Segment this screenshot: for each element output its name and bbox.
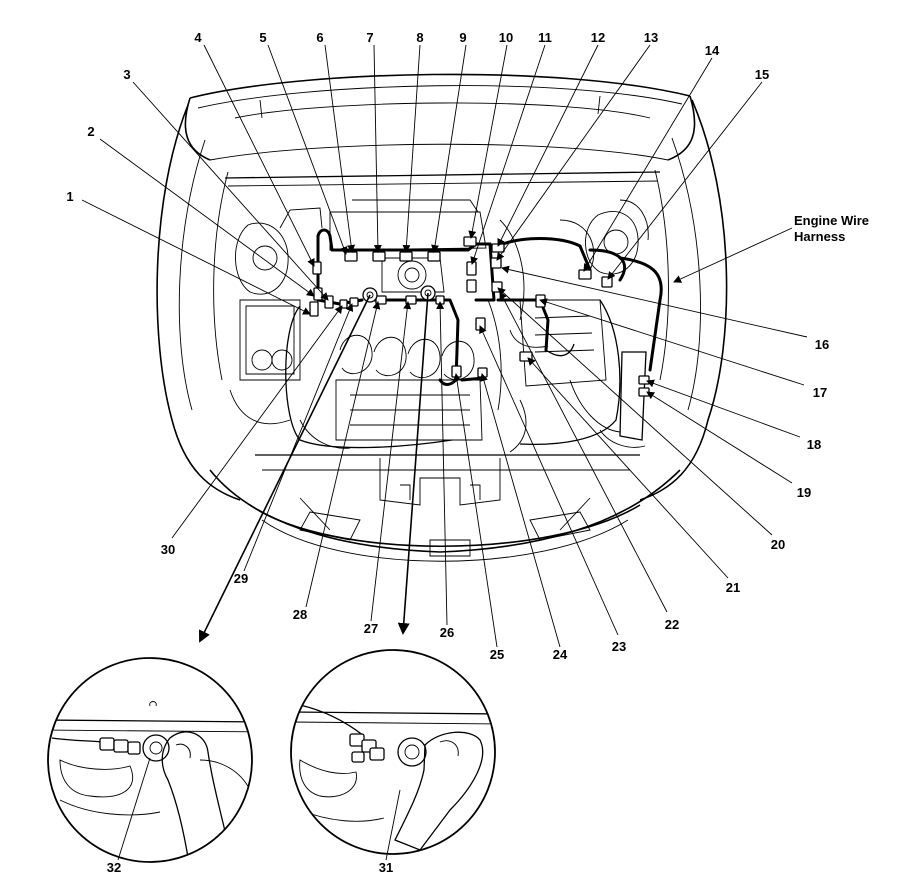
callout-21: 21 [726,580,740,595]
detail-view-ground-right [290,649,496,855]
callout-3: 3 [123,67,130,82]
callout-14: 14 [705,43,720,58]
harness-label-line2: Harness [794,229,845,244]
callout-29: 29 [234,571,248,586]
callout-13: 13 [644,30,658,45]
callout-15: 15 [755,67,769,82]
callout-31: 31 [379,860,393,875]
callout-17: 17 [813,385,827,400]
callout-27: 27 [364,621,378,636]
callout-32: 32 [107,860,121,875]
vehicle-body-outline [156,73,728,562]
callout-1: 1 [66,189,73,204]
callout-7: 7 [366,30,373,45]
callout-6: 6 [316,30,323,45]
callout-2: 2 [87,124,94,139]
detail-view-ground-left [47,657,253,863]
engine-bay-components [229,199,649,453]
callout-30: 30 [161,542,175,557]
callout-20: 20 [771,537,785,552]
callout-12: 12 [591,30,605,45]
callout-11: 11 [538,30,552,45]
callout-5: 5 [259,30,266,45]
callout-28: 28 [293,607,307,622]
callout-18: 18 [807,437,821,452]
callout-10: 10 [499,30,513,45]
callout-labels: 1 2 3 4 5 6 7 8 9 10 11 12 13 14 15 16 1… [66,30,869,875]
callout-23: 23 [612,639,626,654]
callout-8: 8 [416,30,423,45]
callout-26: 26 [440,625,454,640]
callout-22: 22 [665,617,679,632]
leader-lines [81,44,808,648]
harness-label-line1: Engine Wire [794,213,869,228]
callout-19: 19 [797,485,811,500]
callout-9: 9 [459,30,466,45]
callout-24: 24 [553,647,568,662]
callout-25: 25 [490,647,504,662]
callout-4: 4 [194,30,202,45]
callout-16: 16 [815,337,829,352]
